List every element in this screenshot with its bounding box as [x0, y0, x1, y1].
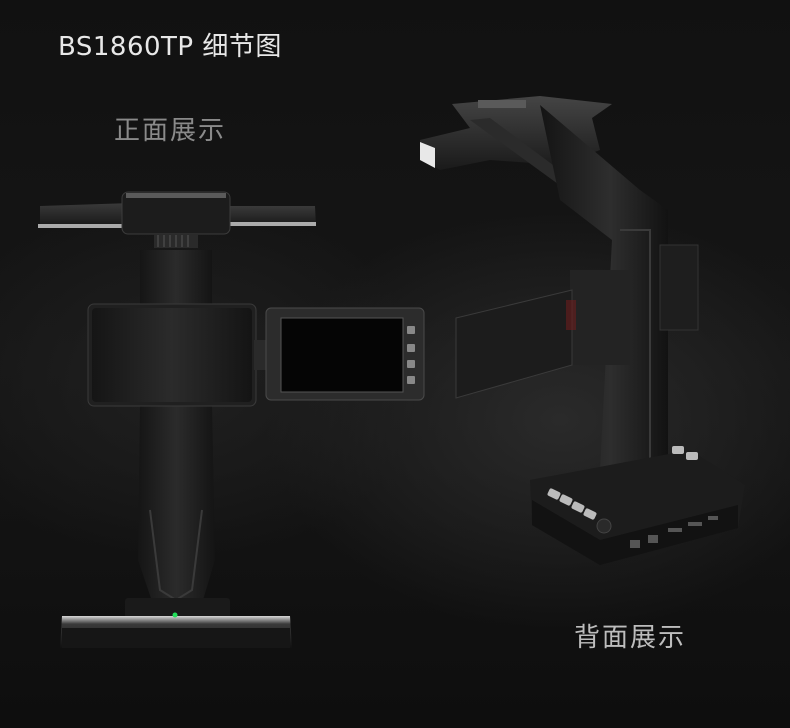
back-view-label: 背面展示 — [574, 623, 687, 653]
front-view-label: 正面展示 — [114, 116, 227, 146]
front-upper-neck — [140, 250, 212, 305]
page-title: BS1860TP 细节图 — [58, 32, 282, 62]
front-base — [60, 598, 292, 648]
front-flip-display — [265, 307, 425, 401]
front-camera-head — [38, 191, 316, 248]
back-side-panel — [455, 244, 699, 399]
back-base — [530, 446, 745, 565]
back-column — [540, 105, 668, 500]
power-indicator-led — [172, 612, 178, 618]
front-side-panel — [87, 303, 266, 407]
